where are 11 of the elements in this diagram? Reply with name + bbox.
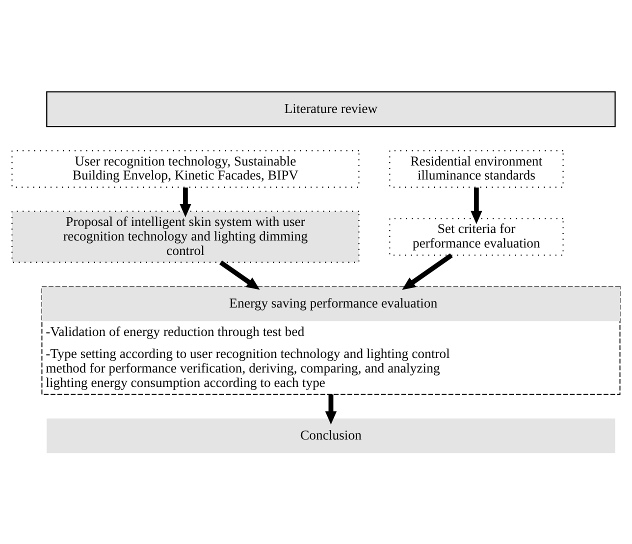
node-box: Residential environment illuminance standards bbox=[389, 150, 564, 188]
arrow bbox=[325, 394, 337, 424]
arrow bbox=[470, 187, 482, 224]
node-box: Set criteria for performance evaluation bbox=[389, 217, 564, 256]
node-box: Conclusion bbox=[46, 418, 616, 453]
node-box: Literature review bbox=[46, 90, 616, 127]
node-box: User recognition technology, Sustainable Building Envelop, Kinetic Facades, BIPV bbox=[11, 150, 360, 188]
arrow bbox=[180, 187, 192, 217]
node-box: Proposal of intelligent skin system with user recognition technology and lighting dimming control bbox=[11, 210, 360, 262]
arrow bbox=[402, 252, 453, 290]
arrow bbox=[219, 260, 260, 290]
